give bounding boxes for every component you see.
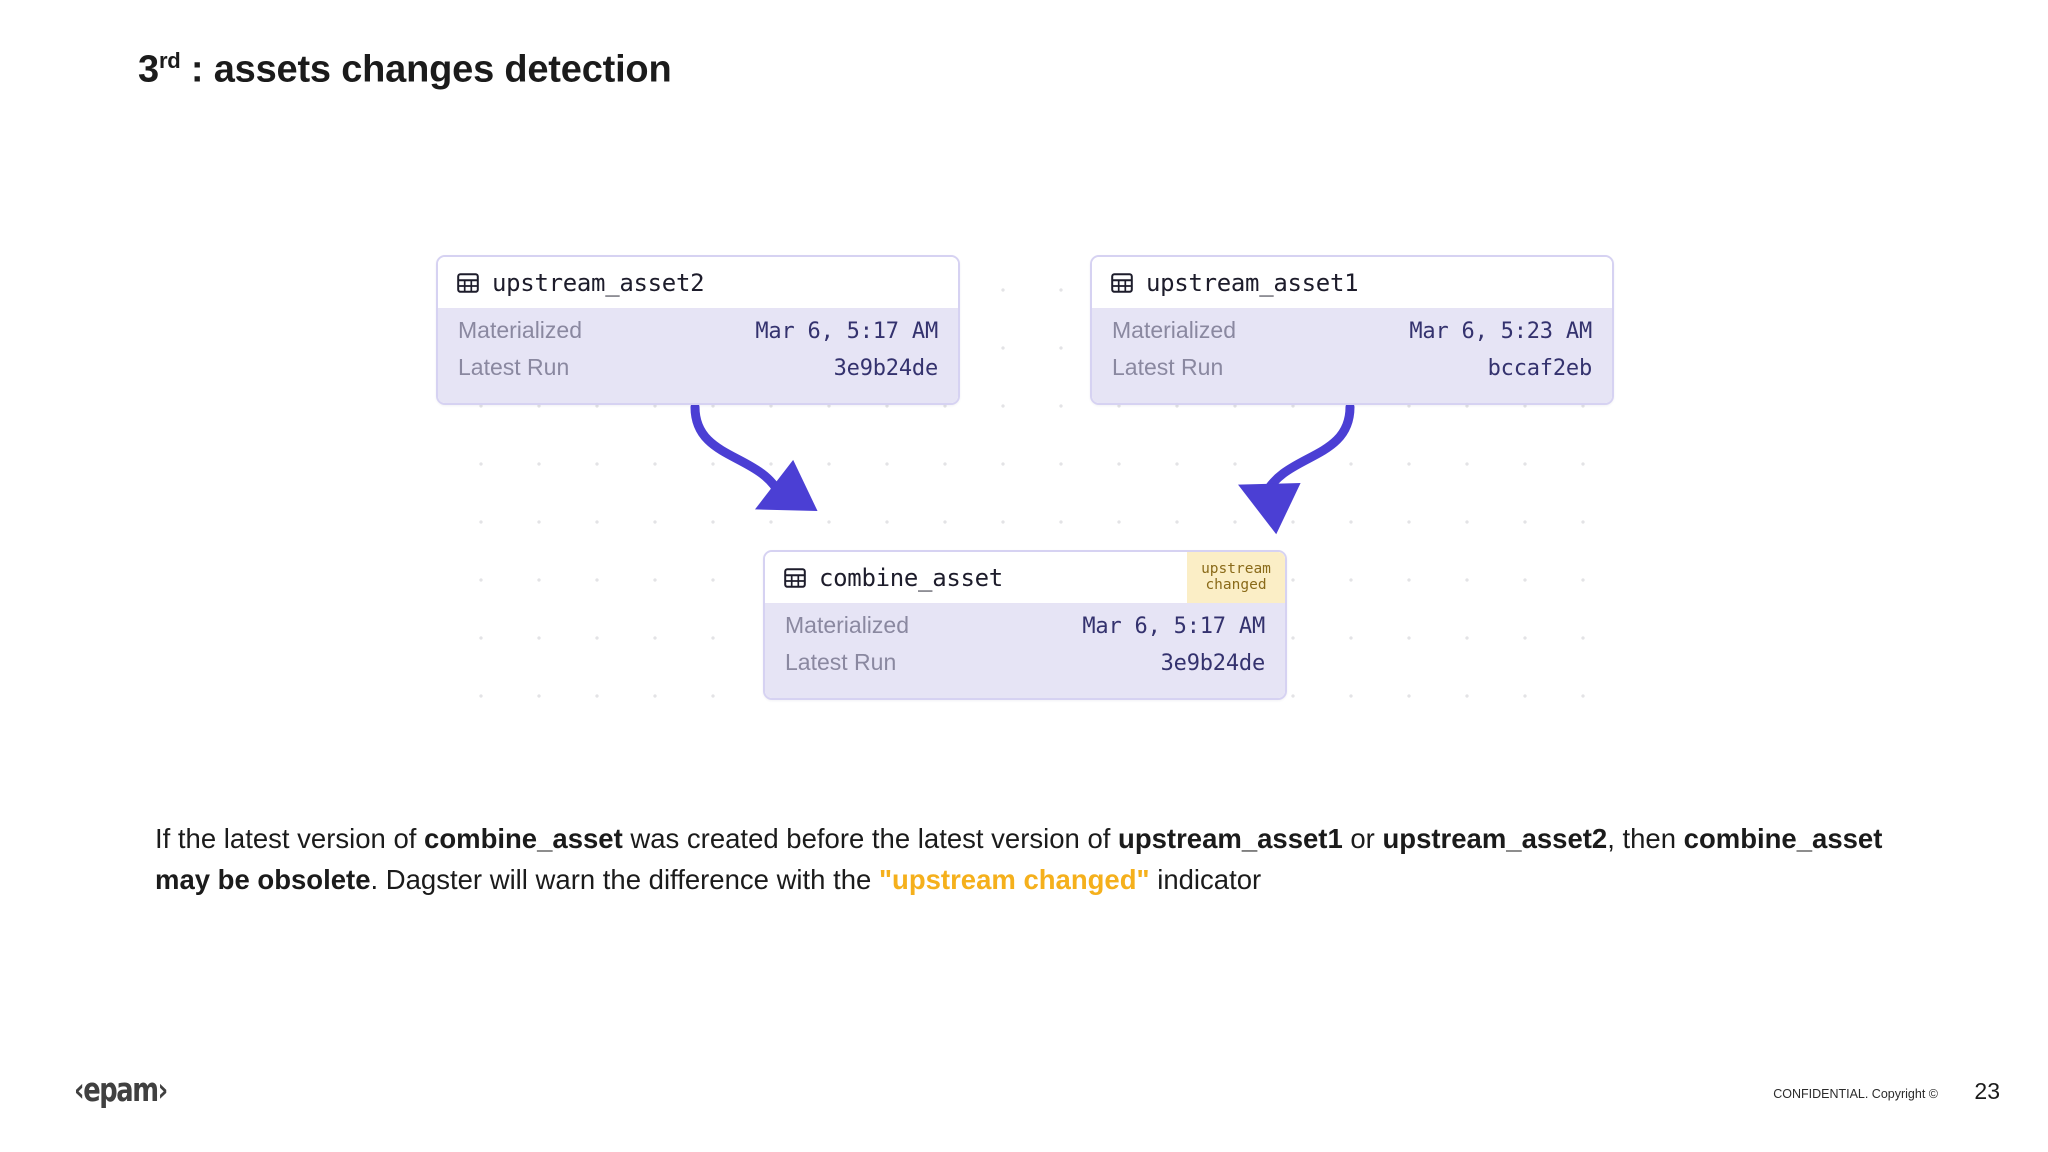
table-icon (1111, 272, 1133, 293)
row-value: Mar 6, 5:23 AM (1409, 319, 1592, 344)
asset-node-body: Materialized Mar 6, 5:23 AM Latest Run b… (1092, 309, 1612, 403)
caption-text-6: indicator (1149, 864, 1262, 895)
table-icon (457, 272, 479, 293)
page-title-ordinal: 3 (138, 48, 159, 91)
caption-paragraph: If the latest version of combine_asset w… (155, 818, 1915, 900)
row-value[interactable]: 3e9b24de (833, 356, 939, 381)
asset-node-row-materialized: Materialized Mar 6, 5:17 AM (458, 317, 938, 354)
asset-node-row-materialized: Materialized Mar 6, 5:17 AM (785, 612, 1265, 649)
caption-text-2: was created before the latest version of (622, 823, 1119, 854)
caption-asset-upstream1: upstream_asset1 (1118, 823, 1343, 854)
caption-obsolete-phrase: combine_asset may be obsolete (155, 823, 1883, 895)
caption-asset-upstream2: upstream_asset2 (1382, 823, 1608, 854)
row-label: Latest Run (785, 649, 897, 675)
row-value[interactable]: bccaf2eb (1487, 356, 1593, 381)
row-value[interactable]: 3e9b24de (1160, 651, 1266, 676)
asset-node-row-latest-run: Latest Run 3e9b24de (785, 649, 1265, 686)
caption-upstream-changed-highlight: "upstream changed" (878, 864, 1150, 895)
row-label: Materialized (785, 612, 909, 638)
asset-node-header[interactable]: combine_asset upstream changed (765, 552, 1285, 604)
asset-node-body: Materialized Mar 6, 5:17 AM Latest Run 3… (765, 604, 1285, 698)
asset-node-title: combine_asset (819, 563, 1003, 592)
row-label: Latest Run (458, 354, 570, 380)
row-label: Latest Run (1112, 354, 1224, 380)
asset-node-row-latest-run: Latest Run 3e9b24de (458, 354, 938, 391)
caption-text-4: , then (1607, 823, 1684, 854)
asset-graph: upstream_asset2 Materialized Mar 6, 5:17… (430, 245, 1630, 725)
row-value: Mar 6, 5:17 AM (755, 319, 938, 344)
caption-text-5: . Dagster will warn the difference with … (370, 864, 879, 895)
asset-node-header[interactable]: upstream_asset1 (1092, 257, 1612, 309)
asset-node-title: upstream_asset1 (1146, 268, 1359, 297)
asset-node-header[interactable]: upstream_asset2 (438, 257, 958, 309)
page-title-ordinal-suffix: rd (158, 48, 181, 73)
page-title-text: : assets changes detection (180, 48, 672, 91)
epam-logo: ‹epam› (74, 1070, 168, 1109)
row-label: Materialized (458, 317, 582, 343)
asset-node-row-materialized: Materialized Mar 6, 5:23 AM (1112, 317, 1592, 354)
status-badge-line-2: changed (1205, 576, 1267, 593)
confidential-notice: CONFIDENTIAL. Copyright © (1773, 1087, 1938, 1101)
asset-node-upstream-asset2[interactable]: upstream_asset2 Materialized Mar 6, 5:17… (436, 255, 960, 405)
table-icon (784, 567, 806, 588)
page-title: 3rd : assets changes detection (138, 48, 672, 92)
asset-node-upstream-asset1[interactable]: upstream_asset1 Materialized Mar 6, 5:23… (1090, 255, 1614, 405)
status-badge-line-1: upstream (1201, 560, 1271, 577)
row-value: Mar 6, 5:17 AM (1082, 614, 1265, 639)
asset-node-body: Materialized Mar 6, 5:17 AM Latest Run 3… (438, 309, 958, 403)
asset-node-combine-asset[interactable]: combine_asset upstream changed Materiali… (763, 550, 1287, 700)
page-number: 23 (1974, 1078, 2000, 1104)
caption-asset-combine: combine_asset (424, 823, 623, 854)
asset-node-title: upstream_asset2 (492, 268, 705, 297)
caption-text-3: or (1342, 823, 1383, 854)
asset-node-row-latest-run: Latest Run bccaf2eb (1112, 354, 1592, 391)
caption-text-1: If the latest version of (155, 823, 425, 854)
row-label: Materialized (1112, 317, 1236, 343)
status-badge-upstream-changed[interactable]: upstream changed (1187, 552, 1285, 603)
